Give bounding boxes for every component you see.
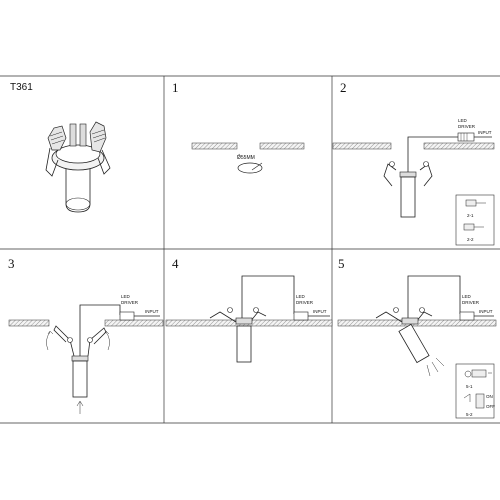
inset-label-2-2: 2-2 — [467, 237, 474, 242]
driver-label: DRIVER — [121, 300, 139, 305]
inset-label-2-1: 2-1 — [467, 213, 474, 218]
driver-label: DRIVER — [458, 124, 476, 129]
input-label: INPUT — [145, 309, 159, 314]
switch-off-label: OFF — [486, 404, 495, 409]
step-number: 5 — [338, 256, 345, 271]
panel-product: T361 — [10, 82, 111, 213]
model-label: T361 — [10, 82, 33, 93]
panel-step-4: 4 LED DRIVER INPUT — [165, 256, 333, 363]
panel-step-3: 3 LED DRIVER INPUT — [8, 256, 164, 414]
led-driver-box — [457, 132, 475, 142]
switch-on-label: ON — [486, 394, 493, 399]
led-label: LED — [458, 118, 468, 123]
product-illustration — [45, 121, 111, 213]
step-number: 2 — [340, 80, 347, 95]
step-number: 1 — [172, 80, 179, 95]
driver-label: DRIVER — [296, 300, 314, 305]
led-label: LED — [462, 294, 472, 299]
step-number: 4 — [172, 256, 179, 271]
input-label: INPUT — [478, 130, 492, 135]
ceiling-right — [259, 142, 305, 150]
inset-label-5-2: 5-2 — [466, 412, 473, 417]
hole-size-label: Ø55MM — [237, 155, 255, 161]
led-label: LED — [296, 294, 306, 299]
inset-label-5-1: 5-1 — [466, 384, 473, 389]
panel-step-5: 5 LED DRIVER INPUT 5-1 ON OFF 5-2 — [337, 256, 497, 419]
driver-label: DRIVER — [462, 300, 480, 305]
panel-step-1: 1 Ø55MM — [172, 80, 305, 174]
ceiling-left — [191, 142, 238, 150]
step-number: 3 — [8, 256, 15, 271]
fixture-body — [236, 325, 252, 363]
fixture-body — [72, 360, 88, 398]
input-label: INPUT — [479, 309, 493, 314]
panel-grid — [0, 75, 500, 424]
fixture-body — [398, 323, 430, 364]
input-label: INPUT — [313, 309, 327, 314]
led-label: LED — [121, 294, 131, 299]
fixture-body — [400, 176, 416, 218]
cutout-circle — [237, 162, 263, 174]
panel-step-2: 2 LED DRIVER INPUT 2-1 2-2 — [332, 80, 495, 246]
